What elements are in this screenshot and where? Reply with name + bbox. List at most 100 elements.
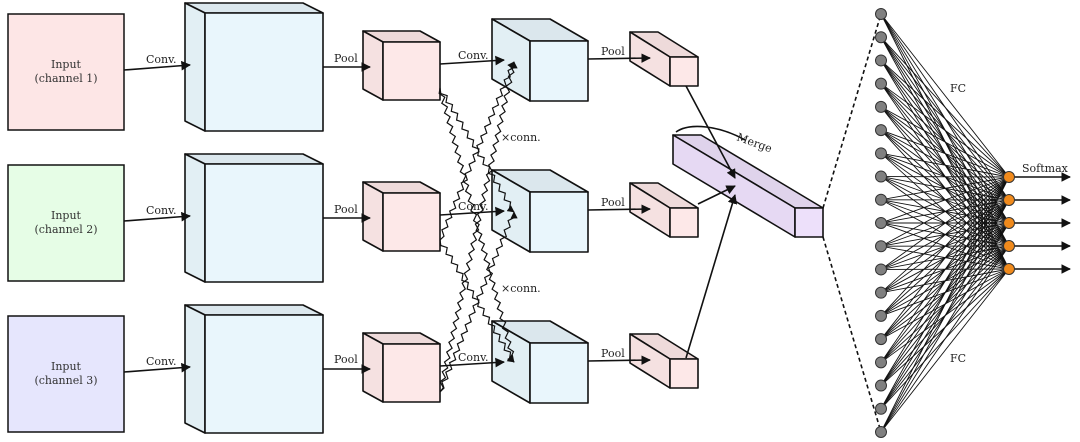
input-channel-3: Input (channel 3) (7, 315, 125, 433)
fc-hidden-node (875, 100, 887, 113)
conv1-block-2-front (204, 163, 324, 283)
arrow-pool2-merge-2 (697, 185, 736, 205)
cross-conn-1-to-3 (438, 87, 515, 363)
fc-edge (880, 106, 1010, 178)
arrow-conv2-pool2-1 (587, 53, 651, 63)
fc-edge (880, 222, 1010, 433)
fc-edge (880, 129, 1010, 178)
output-node (1003, 217, 1015, 229)
pool2-label-1: Pool (601, 45, 625, 58)
arrow-pool1-conv2-2 (439, 206, 505, 217)
pool1-block-1-front (382, 41, 441, 101)
pool-layer-2 (629, 31, 699, 389)
cross-conn-2-to-3 (439, 239, 515, 363)
pool1-block-3-side (362, 332, 384, 403)
input-3-line2: (channel 3) (34, 374, 97, 387)
fc-edge (880, 245, 1010, 433)
cross-conn-1-to-2 (439, 87, 515, 213)
conv1-block-1 (184, 2, 324, 132)
arrow-input-conv1-2 (123, 211, 191, 222)
pool2-label-2: Pool (601, 196, 625, 209)
fc-label-top: FC (950, 82, 966, 95)
input-channel-2: Input (channel 2) (7, 164, 125, 282)
fc-edge (880, 36, 1010, 178)
fc-hidden-node (875, 31, 887, 44)
conv1-block-3 (184, 304, 324, 434)
fc-edge (880, 176, 1010, 294)
arrow-conv2-pool2-2 (587, 204, 651, 214)
arrow-pool1-conv2-1 (439, 55, 505, 66)
pool1-block-2-side (362, 181, 384, 252)
fc-hidden-node (875, 124, 887, 137)
pool2-block-1 (629, 31, 699, 87)
fc-edge (880, 268, 1010, 433)
fc-edge (880, 176, 1010, 317)
arrow-pool1-conv2-3 (439, 357, 505, 368)
pool-label-3: Pool (334, 353, 358, 366)
conv-label-2: Conv. (146, 204, 177, 217)
pool2-block-1-front (669, 56, 699, 87)
fc-hidden-node (875, 426, 887, 438)
pool2-block-3-front (669, 358, 699, 389)
conv2-label-1: Conv. (458, 49, 489, 62)
fully-connected-network (822, 8, 1071, 438)
fc-hidden-node (875, 240, 887, 253)
projection-line-bottom (822, 236, 882, 433)
fc-hidden-node (875, 309, 887, 322)
conv2-block-2 (491, 169, 589, 253)
conv1-block-3-side (184, 304, 206, 434)
pool1-block-3 (362, 332, 441, 403)
pool2-block-2 (629, 182, 699, 238)
conv2-block-3 (491, 320, 589, 404)
conv2-block-2-front (529, 191, 589, 253)
arrow-pool2-merge-1 (685, 85, 736, 179)
input-2-line1: Input (51, 209, 82, 222)
fc-edge (880, 13, 1010, 178)
pool1-block-2 (362, 181, 441, 252)
input-2-line2: (channel 2) (34, 223, 97, 236)
conv-layer-2 (491, 18, 589, 404)
fc-hidden-node (875, 193, 887, 206)
output-node (1003, 171, 1015, 183)
input-1-line2: (channel 1) (34, 72, 97, 85)
fc-hidden-node (875, 170, 887, 183)
fc-hidden-node (875, 77, 887, 90)
fc-edge (880, 60, 1010, 178)
cross-conn-label-top: ×conn. (501, 131, 541, 144)
conv2-block-3-front (529, 342, 589, 404)
input-channel-1: Input (channel 1) (7, 13, 125, 131)
fc-edge (880, 176, 1010, 433)
fc-edge (880, 176, 1010, 270)
fc-edge (880, 176, 1010, 247)
fc-edge (880, 152, 1010, 178)
output-node (1003, 240, 1015, 252)
conv-label-3: Conv. (146, 355, 177, 368)
fc-edge (880, 176, 1010, 363)
conv1-block-2-top (184, 153, 324, 165)
fc-hidden-node (875, 286, 887, 299)
input-3-line1: Input (51, 360, 82, 373)
output-node (1003, 263, 1015, 275)
fc-edge (880, 199, 1010, 433)
conv2-label-3: Conv. (458, 351, 489, 364)
conv-layer-1 (184, 2, 324, 434)
pool2-label-3: Pool (601, 347, 625, 360)
pool-layer-1 (362, 30, 441, 403)
fc-edge (880, 83, 1010, 178)
fc-hidden-node (875, 8, 887, 20)
fc-hidden-node (875, 54, 887, 67)
conv1-block-2-side (184, 153, 206, 283)
merge-label: Merge (735, 131, 774, 156)
fc-hidden-node (875, 379, 887, 392)
arrow-conv2-pool2-3 (587, 355, 651, 365)
arrow-pool2-merge-3 (685, 194, 738, 359)
output-node (1003, 194, 1015, 206)
conv1-block-2 (184, 153, 324, 283)
projection-line-top (822, 13, 882, 209)
pool2-block-3 (629, 333, 699, 389)
merge-annotation-curve (675, 125, 746, 141)
conv2-block-1-front (529, 40, 589, 102)
pool1-block-2-front (382, 192, 441, 252)
fc-edge (880, 176, 1010, 224)
